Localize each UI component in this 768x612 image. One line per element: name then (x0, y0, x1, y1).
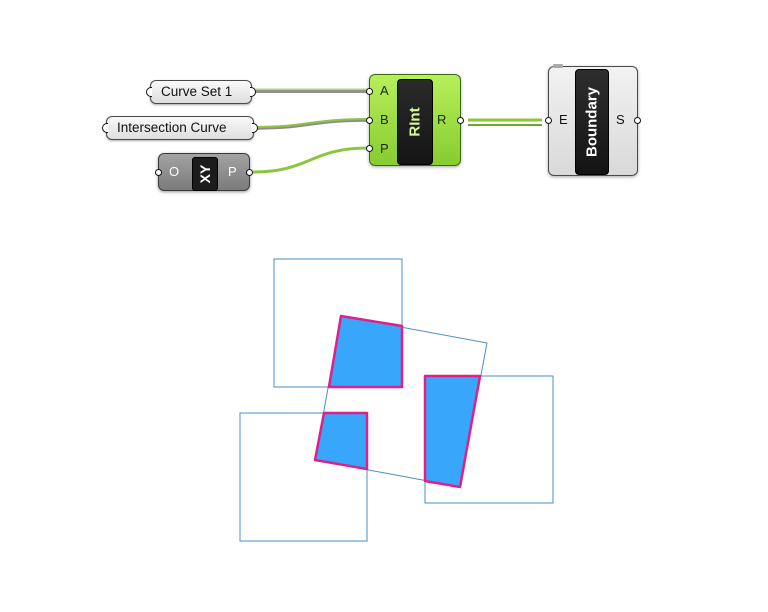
intersection-curve-param[interactable]: Intersection Curve (102, 116, 258, 140)
output-s-label: S (616, 112, 625, 127)
intersection-regions (313, 314, 482, 489)
wire-layer (252, 88, 542, 174)
output-p-label: P (228, 164, 237, 179)
boundary-surfaces-component[interactable]: E Boundary S (545, 64, 641, 176)
wire-plane-to-p (252, 146, 369, 174)
param-input-grip[interactable] (102, 123, 108, 133)
region-top (327, 314, 404, 389)
input-p-label: P (380, 141, 389, 156)
input-pin-b[interactable] (366, 117, 373, 124)
input-pin-a[interactable] (366, 88, 373, 95)
output-pin-r[interactable] (457, 117, 464, 124)
output-r-label: R (437, 112, 447, 127)
region-right (423, 374, 482, 489)
curve-set-1-param[interactable]: Curve Set 1 (146, 80, 256, 104)
wire-region-to-boundary (467, 118, 542, 127)
curve-set-squares (239, 258, 554, 542)
param-output-grip[interactable] (250, 87, 256, 97)
input-pin-e[interactable] (545, 117, 552, 124)
param-label: Curve Set 1 (161, 84, 233, 99)
component-tab (553, 64, 563, 68)
xy-badge: XY (192, 157, 218, 191)
boundary-badge: Boundary (575, 69, 609, 175)
rint-badge: RInt (397, 79, 433, 165)
input-pin-o[interactable] (155, 169, 162, 176)
output-pin-p[interactable] (246, 169, 253, 176)
param-input-grip[interactable] (146, 87, 152, 97)
input-e-label: E (559, 112, 568, 127)
input-o-label: O (169, 164, 180, 179)
xy-plane-component[interactable]: O XY P (155, 153, 253, 191)
input-a-label: A (380, 83, 389, 98)
output-pin-s[interactable] (634, 117, 641, 124)
wire-intersection-to-b (253, 118, 369, 130)
region-bottom-left (313, 411, 369, 471)
input-b-label: B (380, 112, 389, 127)
param-output-grip[interactable] (252, 123, 258, 133)
param-label: Intersection Curve (117, 120, 227, 135)
region-intersection-component[interactable]: A B P RInt R (366, 74, 464, 166)
square-bottom-left (239, 412, 368, 542)
wire-curveset-to-a (252, 88, 369, 94)
input-pin-p[interactable] (366, 145, 373, 152)
